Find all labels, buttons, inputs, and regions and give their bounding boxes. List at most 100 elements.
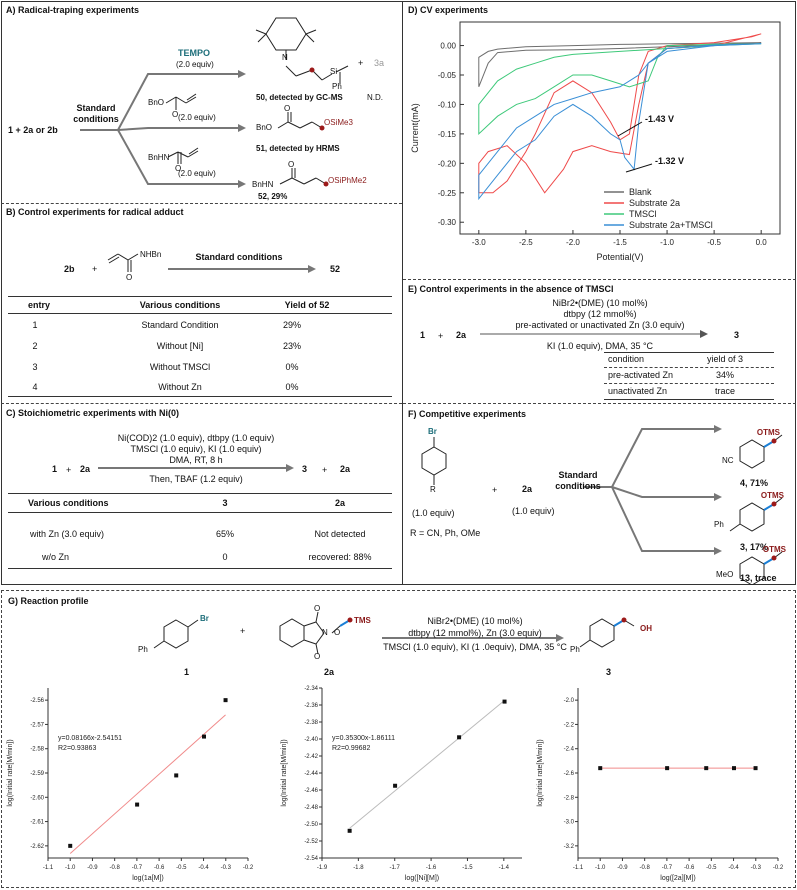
e-cond-line-1: NiBr2•(DME) (10 mol%): [552, 298, 648, 308]
c-arrow: [98, 464, 294, 472]
kin-x-tick-label: -0.4: [198, 865, 209, 871]
kin-x-tick-label: -0.4: [728, 865, 739, 871]
g-o-atom-1: O: [314, 604, 321, 613]
kin-x-tick-label: -1.0: [595, 865, 606, 871]
f-r-list: R = CN, Ph, OMe: [410, 528, 481, 538]
c-r2: 2a: [80, 464, 91, 474]
a-equiv-2: (2.0 equiv): [178, 113, 216, 122]
b-arrow: [168, 265, 316, 273]
table-cell: trace: [714, 386, 735, 396]
kin-data-point: [502, 699, 507, 704]
kin-y-tick-label: -2.62: [30, 844, 44, 850]
cv-series-line-1: [478, 33, 762, 194]
kin-x-tick-label: -0.5: [176, 865, 187, 871]
kin-x-tick-label: -1.6: [426, 865, 437, 871]
g-cond-line-3: TMSCl (1.0 equiv), KI (1 .0equiv), DMA, …: [383, 642, 567, 652]
cv-y-axis-label: Current(mA): [410, 103, 420, 153]
a-bnhn-product: BnHN: [252, 180, 274, 189]
kin-y-tick-label: -2.59: [30, 771, 44, 777]
c-cond-line-1: Ni(COD)2 (1.0 equiv), dtbpy (1.0 equiv): [117, 433, 275, 443]
cv-annotation-1: -1.43 V: [645, 114, 675, 124]
kin-y-tick-label: -2.6: [564, 771, 575, 777]
kin-data-point: [704, 766, 709, 771]
panel-b-title: B) Control experiments for radical adduc…: [6, 207, 184, 217]
kin-data-point: [174, 773, 179, 778]
f-otms-1: OTMS: [756, 428, 780, 437]
cv-x-tick-label: -1.5: [613, 238, 627, 247]
cv-series-line-0: [478, 42, 762, 87]
panel-d-title: D) CV experiments: [408, 5, 489, 15]
kin-x-tick-label: -0.2: [243, 865, 254, 871]
e-cond-line-2: dtbpy (12 mmol%): [563, 309, 637, 319]
kin-y-tick-label: -2.38: [304, 720, 318, 726]
g-o-atom-3: O: [334, 628, 341, 637]
kin-data-point: [457, 735, 462, 740]
kin-x-tick-label: -0.6: [684, 865, 695, 871]
right-panel-border: [402, 1, 796, 585]
cv-y-tick-label: -0.10: [438, 100, 457, 109]
kin-y-tick-label: -2.40: [304, 737, 318, 743]
b-acrylamide-structure: [107, 253, 139, 272]
cv-series-line-3: [478, 43, 762, 201]
kin-y-tick-label: -2.4: [564, 747, 575, 753]
kin-data-point: [202, 734, 206, 739]
b-product-52: 52: [330, 264, 341, 274]
divider-d-e: [403, 279, 796, 280]
table-row: 3: [32, 362, 38, 372]
f-plus: +: [492, 485, 498, 495]
g-label-2a: 2a: [324, 667, 335, 677]
kin-r2: R2=0.93863: [58, 745, 96, 752]
kin-y-tick-label: -2.57: [30, 722, 44, 728]
table-row: 1: [32, 320, 38, 330]
panel-c-title: C) Stoichiometric experiments with Ni(0): [6, 408, 180, 418]
panel-a-scheme: [80, 17, 349, 188]
a-ph-atom: Ph: [332, 82, 342, 91]
cv-x-tick-label: -2.0: [566, 238, 580, 247]
table-cell: Without Zn: [158, 382, 202, 392]
panel-f-title: F) Competitive experiments: [408, 409, 527, 419]
f-ph: Ph: [714, 520, 724, 529]
kinetics-plot-ni: -1.9-1.8-1.7-1.6-1.5-1.4-2.34-2.36-2.38-…: [281, 686, 522, 882]
cv-y-tick-label: 0.00: [440, 42, 456, 51]
c-plus-1: +: [66, 465, 72, 475]
kin-y-tick-label: -2.61: [30, 820, 44, 826]
kin-y-tick-label: -2.44: [304, 771, 318, 777]
table-row: w/o Zn: [42, 552, 70, 562]
kin-data-point: [68, 843, 73, 848]
kin-y-tick-label: -2.46: [304, 788, 318, 794]
kin-data-point: [223, 698, 228, 703]
cv-plot-frame: [459, 21, 781, 235]
cv-annotation-arrow-2: [625, 163, 653, 173]
a-cond-1: Standard: [76, 103, 116, 113]
cv-legend-label: Blank: [629, 187, 652, 197]
kin-data-point: [753, 766, 758, 771]
c-cond-line-4: Then, TBAF (1.2 equiv): [149, 474, 243, 484]
kin-y-tick-label: -2.0: [564, 698, 575, 704]
b-arrow-label: Standard conditions: [195, 252, 283, 262]
kin-x-tick-label: -1.4: [499, 865, 510, 871]
kinetics-plot-1a: -1.1-1.0-0.9-0.8-0.7-0.6-0.5-0.4-0.3-0.2…: [7, 688, 254, 882]
panel-g-title: G) Reaction profile: [8, 596, 89, 606]
cv-annotation-arrow-1: [617, 121, 643, 137]
table-cell: 34%: [715, 370, 734, 380]
e-arrow: [480, 330, 708, 338]
f-r2: 2a: [522, 484, 533, 494]
kin-data-point: [665, 766, 670, 771]
cv-y-tick-label: -0.25: [438, 189, 457, 198]
kin-y-tick-label: -3.0: [564, 820, 575, 826]
kin-x-tick-label: -0.7: [662, 865, 673, 871]
c-cond-line-3: DMA, RT, 8 h: [169, 455, 223, 465]
kin-y-axis-label: log(Initial rate[M/min]): [281, 739, 288, 806]
b-header-yield: Yield of 52: [284, 300, 330, 310]
panel-f-scheme: [421, 425, 783, 585]
f-product-3: 3, 17%: [740, 542, 769, 552]
a-tempo: TEMPO: [178, 48, 211, 58]
kin-y-axis-label: log(Initial rate[M/min]): [537, 739, 544, 806]
cv-x-tick-label: -0.5: [707, 238, 721, 247]
f-br: Br: [428, 427, 437, 436]
kin-data-point: [135, 802, 140, 807]
kin-r2: R2=0.99682: [332, 745, 370, 752]
f-r: R: [430, 485, 436, 494]
